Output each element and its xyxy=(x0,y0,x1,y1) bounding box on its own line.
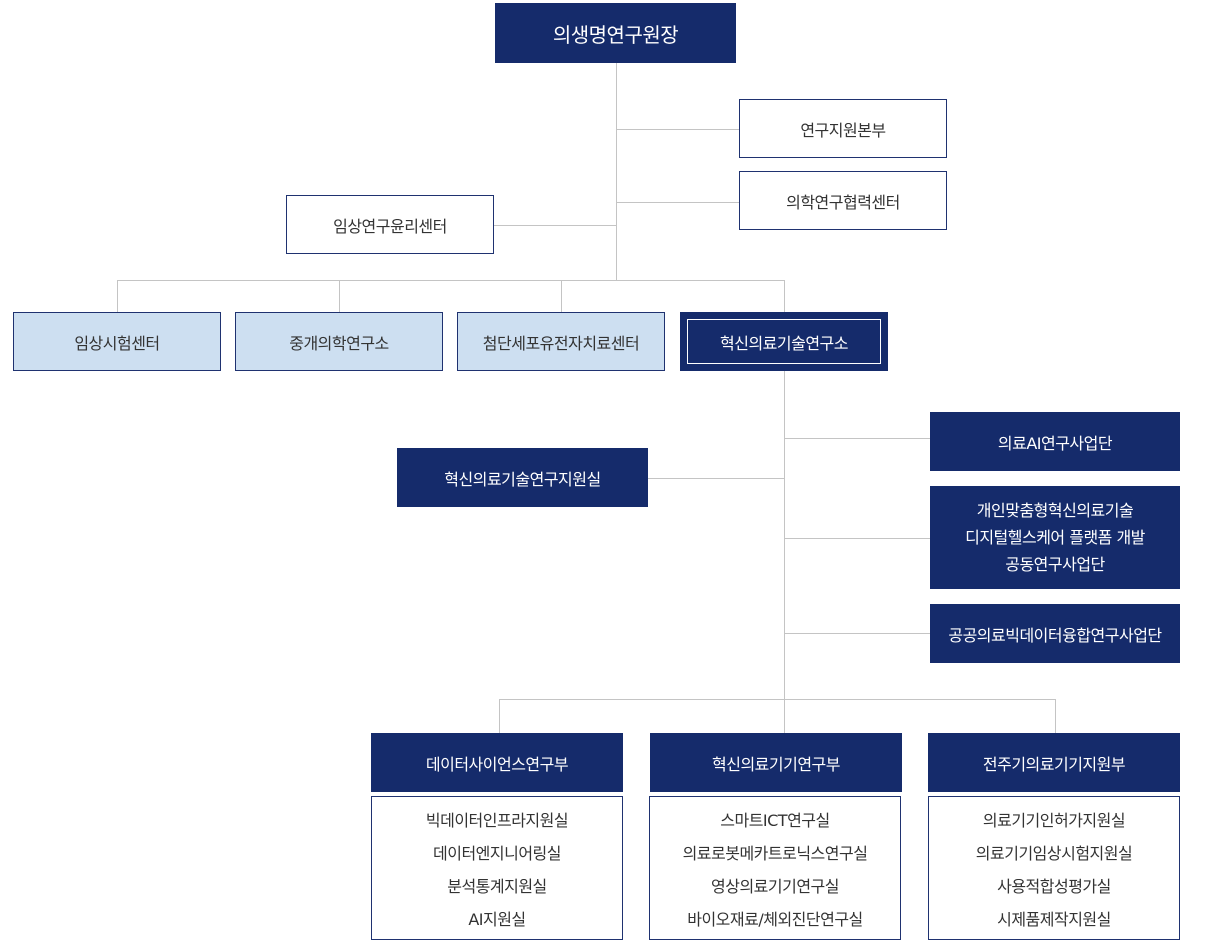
connector-project-2 xyxy=(784,538,931,539)
connector-center-2 xyxy=(339,280,340,313)
department-device-lifecycle: 전주기의료기기지원부 xyxy=(928,733,1180,792)
department-medical-device-list: 스마트ICT연구실 의료로봇메카트로닉스연구실 영상의료기기연구실 바이오재료/… xyxy=(649,796,901,940)
department-data-science: 데이터사이언스연구부 xyxy=(371,733,623,792)
center-clinical-trial: 임상시험센터 xyxy=(13,312,221,371)
list-item: 빅데이터인프라지원실 xyxy=(425,810,569,830)
project-public-bigdata: 공공의료빅데이터융합연구사업단 xyxy=(930,604,1180,663)
unit-clinical-ethics: 임상연구윤리센터 xyxy=(286,195,494,254)
connector-centers-bus xyxy=(117,280,785,281)
institute-inner-frame: 혁신의료기술연구소 xyxy=(687,319,881,364)
center-translational: 중개의학연구소 xyxy=(235,312,443,371)
department-device-lifecycle-list: 의료기기인허가지원실 의료기기임상시험지원실 사용적합성평가실 시제품제작지원실 xyxy=(928,796,1180,940)
department-medical-device: 혁신의료기기연구부 xyxy=(650,733,902,792)
unit-medical-collaboration: 의학연구협력센터 xyxy=(739,171,947,230)
connector-department-2 xyxy=(784,699,785,734)
list-item: AI지원실 xyxy=(468,909,526,929)
list-item: 분석통계지원실 xyxy=(447,876,547,896)
project-digital-health-line-2: 디지털헬스케어 플랫폼 개발 xyxy=(965,528,1145,547)
connector-main-trunk xyxy=(616,62,617,280)
list-item: 의료기기임상시험지원실 xyxy=(975,843,1133,863)
center-innovative-institute: 혁신의료기술연구소 xyxy=(680,312,888,371)
project-medical-ai: 의료AI연구사업단 xyxy=(930,412,1180,471)
list-item: 의료기기인허가지원실 xyxy=(982,810,1126,830)
root-director: 의생명연구원장 xyxy=(495,3,736,63)
project-digital-health-line-3: 공동연구사업단 xyxy=(1005,555,1105,574)
connector-department-1 xyxy=(499,699,500,734)
connector-ethics-center xyxy=(493,225,617,226)
list-item: 의료로봇메카트로닉스연구실 xyxy=(682,843,868,863)
list-item: 스마트ICT연구실 xyxy=(720,810,830,830)
list-item: 데이터엔지니어링실 xyxy=(433,843,561,863)
project-digital-health: 개인맞춤형혁신의료기술 디지털헬스케어 플랫폼 개발 공동연구사업단 xyxy=(930,486,1180,589)
institute-label: 혁신의료기술연구소 xyxy=(720,333,848,353)
connector-department-3 xyxy=(1055,699,1056,734)
connector-center-3 xyxy=(561,280,562,313)
institute-support-office: 혁신의료기술연구지원실 xyxy=(397,448,648,507)
connector-project-1 xyxy=(784,438,931,439)
project-digital-health-line-1: 개인맞춤형혁신의료기술 xyxy=(976,501,1134,520)
connector-project-3 xyxy=(784,633,931,634)
connector-institute-trunk xyxy=(784,370,785,699)
list-item: 바이오재료/체외진단연구실 xyxy=(687,909,863,929)
list-item: 시제품제작지원실 xyxy=(997,909,1111,929)
connector-center-4 xyxy=(784,280,785,313)
list-item: 사용적합성평가실 xyxy=(997,876,1111,896)
list-item: 영상의료기기연구실 xyxy=(711,876,839,896)
connector-institute-support xyxy=(647,478,785,479)
connector-medical-collab xyxy=(616,202,740,203)
connector-center-1 xyxy=(117,280,118,313)
connector-research-support xyxy=(616,129,740,130)
unit-research-support: 연구지원본부 xyxy=(739,99,947,158)
department-data-science-list: 빅데이터인프라지원실 데이터엔지니어링실 분석통계지원실 AI지원실 xyxy=(371,796,623,940)
connector-departments-bus xyxy=(499,699,1056,700)
center-cell-gene-therapy: 첨단세포유전자치료센터 xyxy=(457,312,665,371)
